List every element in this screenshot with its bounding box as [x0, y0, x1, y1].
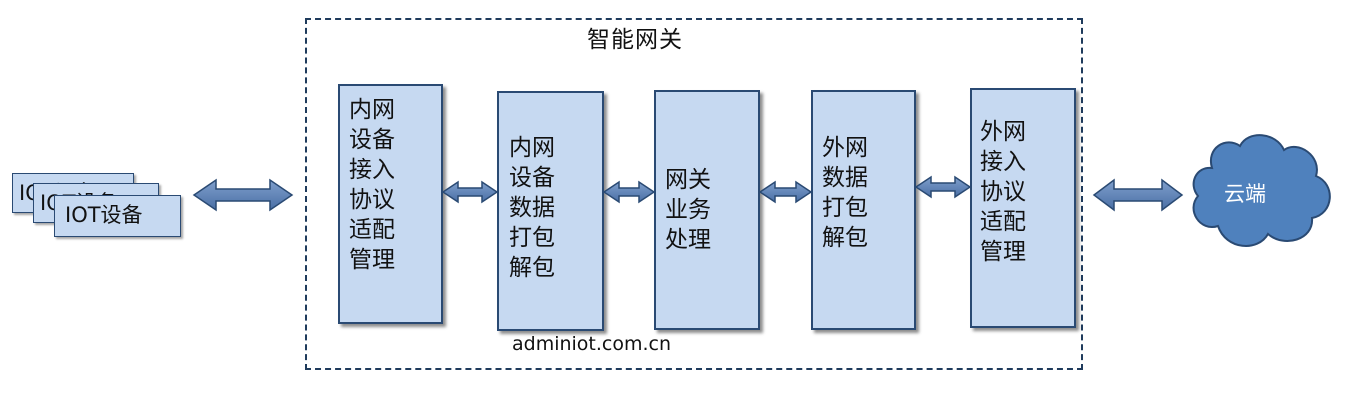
module-gateway-business-label: 网关 业务 处理 — [665, 165, 711, 255]
module-1-line-4: 协议 — [349, 187, 395, 213]
module-4-line-2: 数据 — [822, 165, 868, 191]
module-2-line-4: 打包 — [509, 225, 555, 251]
gateway-container — [305, 18, 1083, 370]
watermark: adminiot.com.cn — [512, 333, 672, 355]
module-5-line-4: 适配 — [980, 209, 1026, 235]
module-5-line-1: 外网 — [980, 119, 1026, 145]
module-2-line-5: 解包 — [509, 255, 555, 281]
iot-device-front-label: IOT设备 — [65, 203, 143, 227]
iot-device-front: IOT设备 — [54, 195, 181, 237]
module-1-line-6: 管理 — [349, 247, 395, 273]
module-1-line-3: 接入 — [349, 157, 395, 183]
module-4-line-3: 打包 — [822, 195, 868, 221]
module-1-line-1: 内网 — [349, 97, 395, 123]
double-arrow-device-gateway — [192, 178, 294, 212]
module-outer-data-pack — [811, 90, 916, 330]
double-arrow-module-1-2 — [441, 180, 499, 204]
module-4-line-1: 外网 — [822, 135, 868, 161]
cloud-icon — [1192, 134, 1331, 247]
cloud-label: 云端 — [1224, 182, 1266, 206]
double-arrow-module-2-3 — [602, 180, 656, 204]
module-inner-access-protocol — [338, 84, 443, 324]
module-2-line-2: 设备 — [509, 165, 555, 191]
module-2-line-3: 数据 — [509, 195, 555, 221]
module-4-line-4: 解包 — [822, 225, 868, 251]
module-outer-data-pack-label: 外网 数据 打包 解包 — [822, 133, 868, 253]
module-inner-data-pack — [497, 91, 604, 331]
gateway-title: 智能网关 — [587, 27, 683, 53]
module-3-line-2: 业务 — [665, 197, 711, 223]
module-3-line-1: 网关 — [665, 167, 711, 193]
module-2-line-1: 内网 — [509, 135, 555, 161]
module-outer-access-protocol-label: 外网 接入 协议 适配 管理 — [980, 117, 1026, 267]
double-arrow-module-4-5 — [914, 175, 972, 199]
module-1-line-5: 适配 — [349, 217, 395, 243]
module-gateway-business — [654, 90, 760, 330]
module-inner-data-pack-label: 内网 设备 数据 打包 解包 — [509, 133, 555, 283]
double-arrow-gateway-cloud — [1092, 178, 1184, 212]
module-outer-access-protocol — [970, 88, 1076, 328]
module-1-line-2: 设备 — [349, 127, 395, 153]
module-5-line-2: 接入 — [980, 149, 1026, 175]
module-inner-access-protocol-label: 内网 设备 接入 协议 适配 管理 — [349, 95, 395, 275]
double-arrow-module-3-4 — [758, 180, 813, 204]
module-3-line-3: 处理 — [665, 227, 711, 253]
module-5-line-3: 协议 — [980, 179, 1026, 205]
module-5-line-5: 管理 — [980, 239, 1026, 265]
